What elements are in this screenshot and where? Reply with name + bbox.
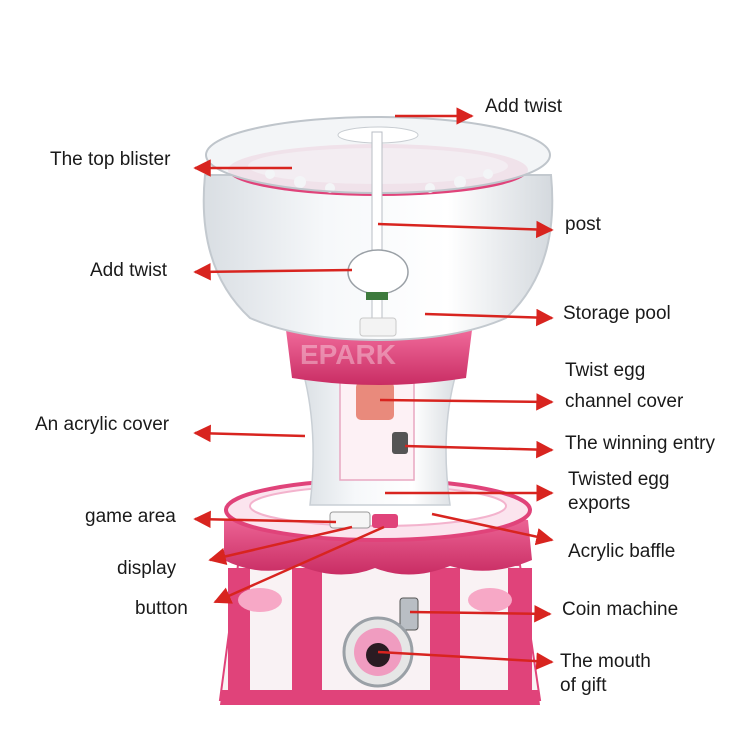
label-channel-cover-line2: channel cover: [565, 391, 684, 412]
label-button: button: [135, 598, 188, 619]
label-top-blister: The top blister: [50, 149, 171, 170]
label-acrylic-cover: An acrylic cover: [35, 414, 170, 435]
coin-slot: [399, 597, 419, 631]
arrow-gift-mouth: [377, 650, 554, 670]
twist-hopper: [347, 249, 409, 295]
label-gift-mouth-line2: of gift: [560, 675, 607, 696]
arrow-button: [213, 525, 385, 604]
button-panel: [372, 514, 398, 528]
label-display: display: [117, 558, 177, 579]
label-add-twist-mid: Add twist: [90, 260, 168, 281]
arrow-channel-cover: [379, 393, 554, 411]
label-winning-entry: The winning entry: [565, 433, 715, 454]
base-pillar-mid-right: [430, 568, 460, 700]
base-pillar-mid-left: [292, 568, 322, 700]
base-pillar-right: [508, 568, 532, 700]
arrow-post: [377, 220, 554, 239]
display-panel: [329, 511, 371, 529]
label-coin-machine: Coin machine: [562, 599, 679, 620]
arrow-acrylic-baffle: [431, 512, 554, 546]
label-post: post: [565, 214, 601, 235]
gashapon-machine: EPARK: [202, 116, 554, 705]
callout-arrows: [193, 107, 554, 670]
arrow-coin-machine: [409, 605, 552, 623]
base-foot: [220, 690, 540, 705]
label-acrylic-baffle: Acrylic baffle: [568, 541, 676, 562]
gift-mouth-opening: [366, 643, 390, 667]
label-add-twist-top: Add twist: [485, 96, 563, 117]
winning-entry-slot: [392, 432, 408, 454]
label-channel-cover-line1: Twist egg: [565, 360, 646, 381]
label-game-area: game area: [85, 506, 176, 527]
arrow-game-area: [193, 510, 337, 529]
label-gift-mouth-line1: The mouth: [560, 651, 651, 672]
label-egg-exports-line1: Twisted egg: [568, 469, 670, 490]
arrow-storage-pool: [424, 308, 554, 327]
label-storage-pool: Storage pool: [563, 303, 671, 324]
channel-cover: [356, 382, 394, 420]
brand-watermark: EPARK: [300, 339, 396, 370]
arrow-add-twist-mid: [193, 263, 353, 281]
label-egg-exports-line2: exports: [568, 493, 631, 514]
arrow-display: [208, 525, 353, 565]
storage-band: [286, 330, 472, 385]
arrow-acrylic-cover: [193, 424, 306, 443]
arrow-winning-entry: [404, 440, 554, 459]
central-post: [371, 131, 383, 333]
